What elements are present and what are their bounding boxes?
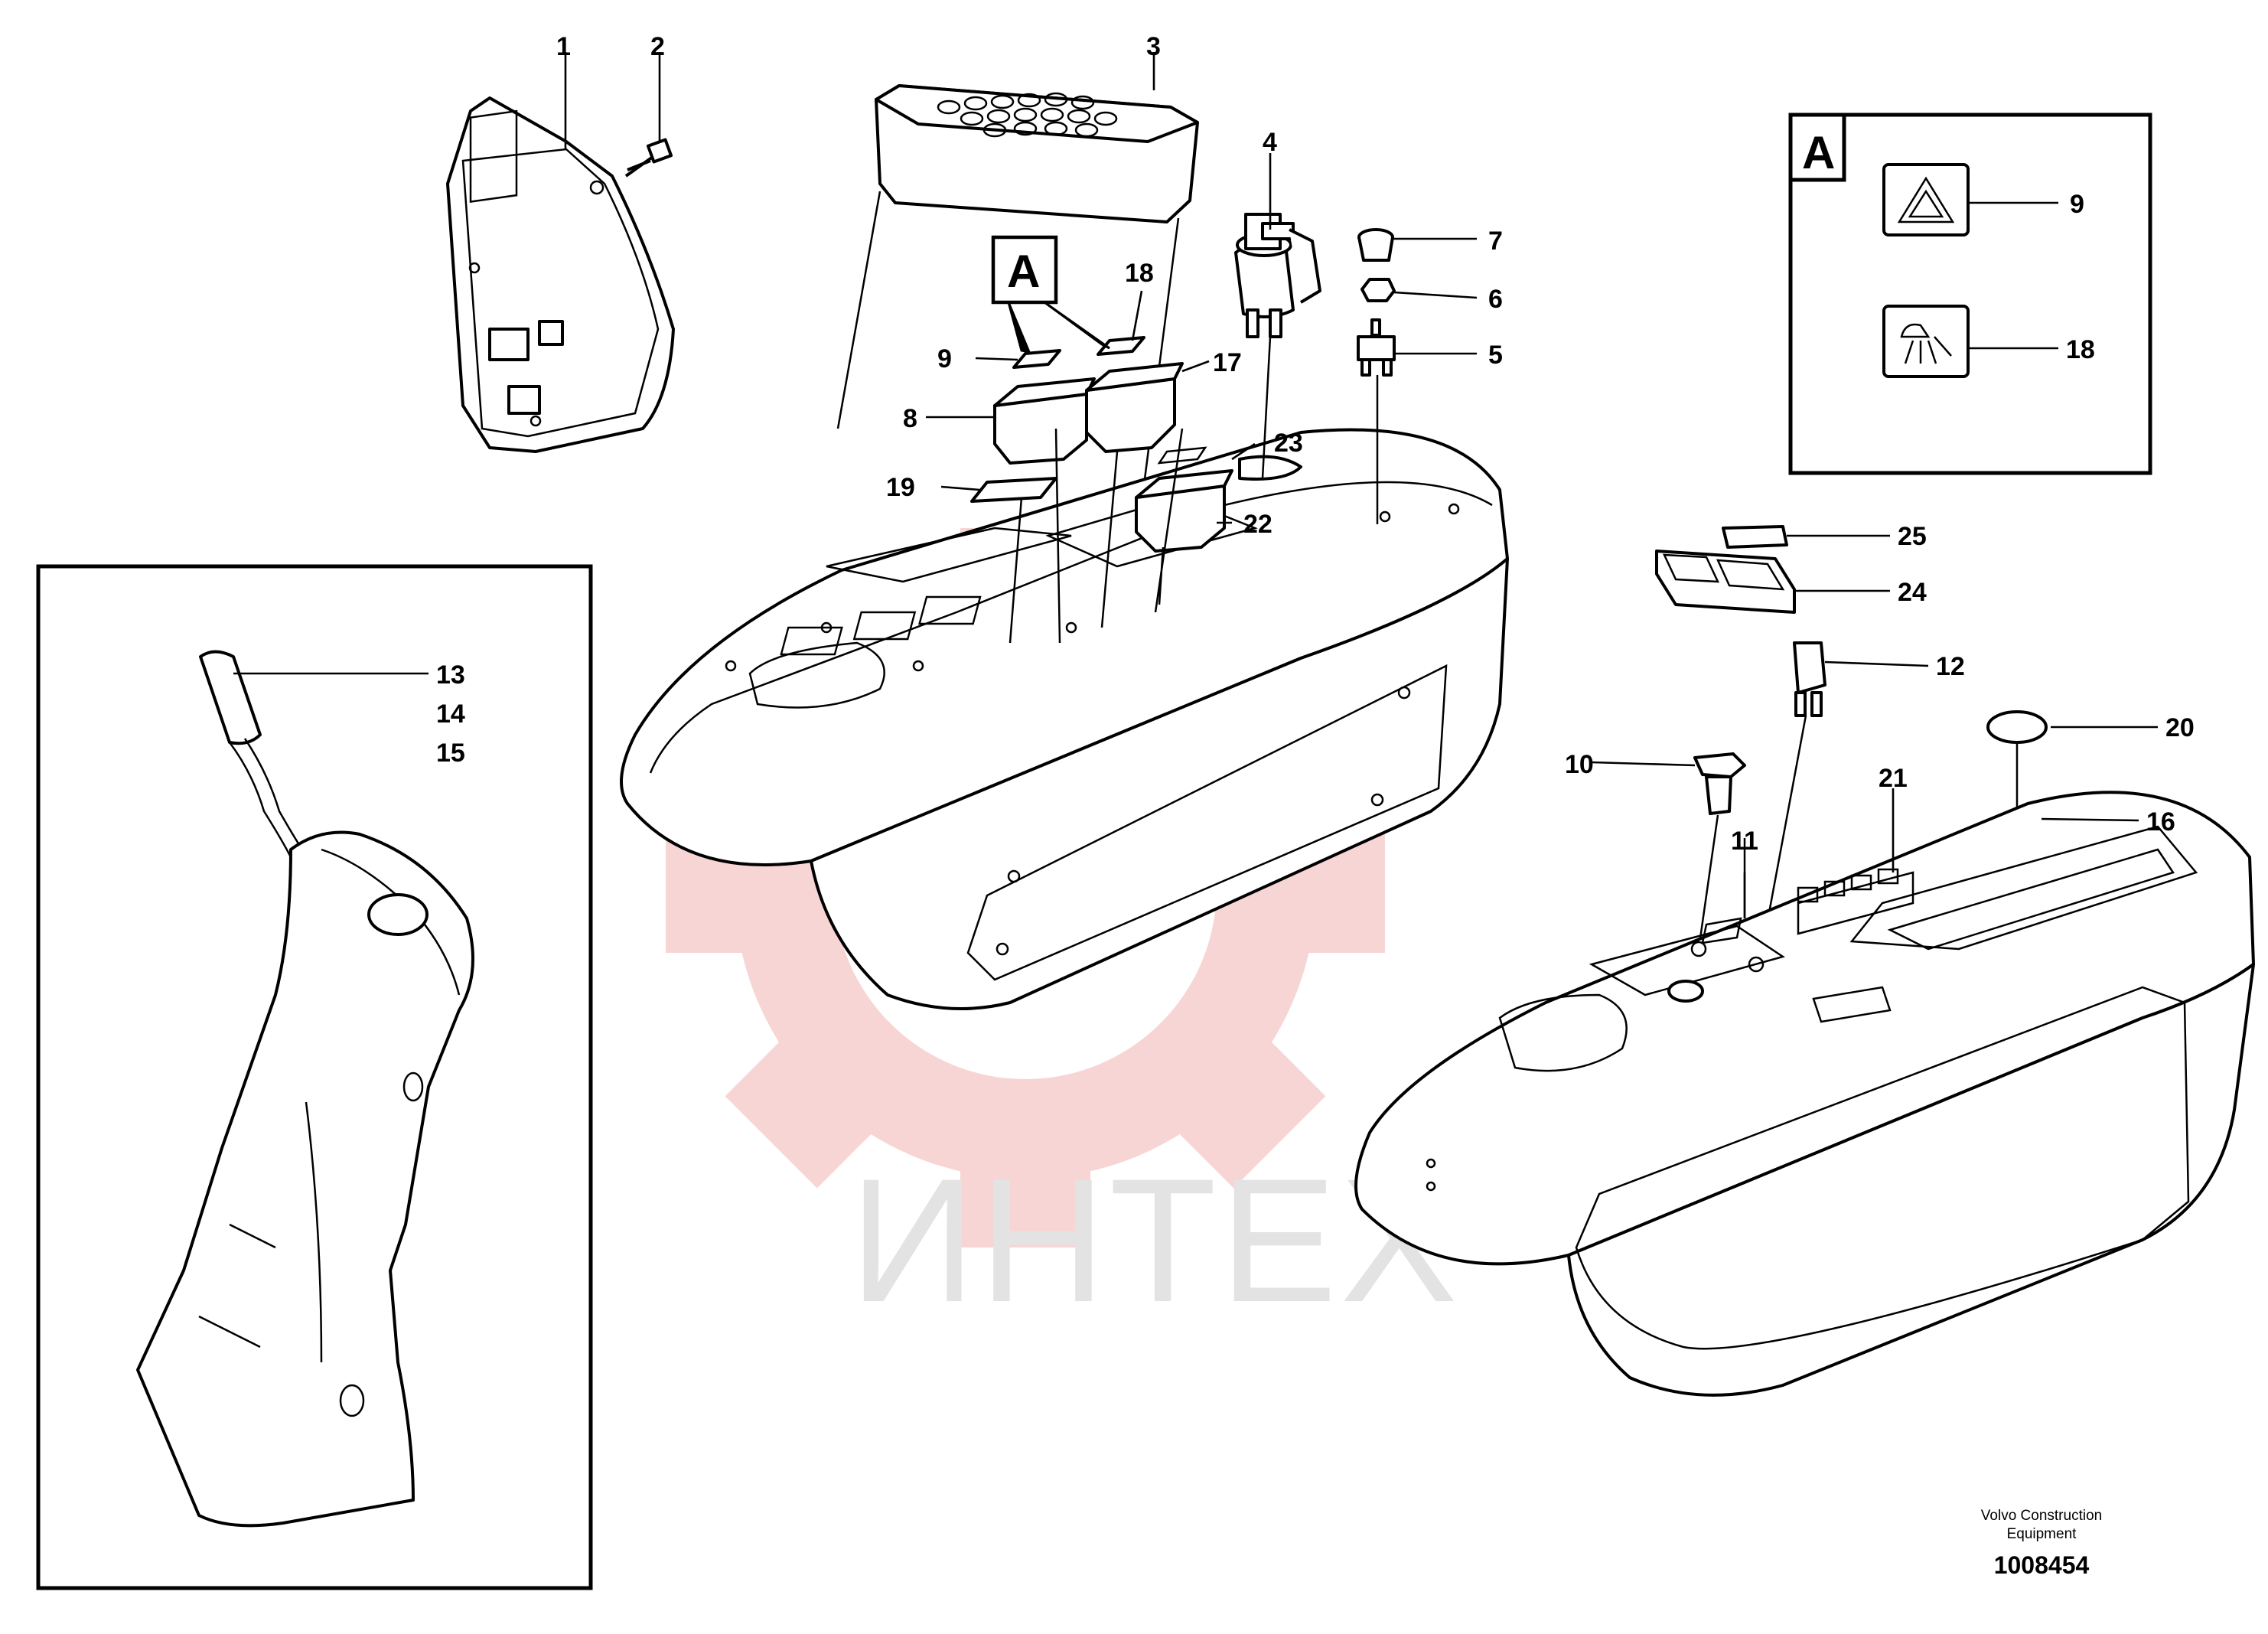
- part-4-ignition-switch: [1234, 213, 1321, 338]
- second-console-lower: [1354, 791, 2255, 1397]
- callout-19: 19: [886, 473, 915, 502]
- detail-a-box: [1788, 113, 2152, 475]
- detail-a-letter-console: A: [1007, 246, 1040, 297]
- part-24-panel: [1655, 550, 1796, 614]
- callout-7: 7: [1488, 227, 1503, 256]
- part-6-nut: [1360, 278, 1396, 302]
- detail-a-pointer: [991, 235, 1110, 354]
- callout-12: 12: [1936, 652, 1965, 681]
- callout-9-console: 9: [937, 344, 952, 373]
- callout-24: 24: [1898, 578, 1927, 607]
- part-23-decal: [1238, 455, 1302, 481]
- callout-16: 16: [2146, 807, 2175, 837]
- callout-9-detail: 9: [2070, 190, 2084, 219]
- part-20-cap: [1986, 710, 2048, 744]
- footer: Volvo Construction Equipment 1008454: [1981, 1508, 2102, 1579]
- part-9-label: [1012, 349, 1061, 369]
- part-10-plug: [1693, 752, 1746, 815]
- callout-4: 4: [1263, 128, 1277, 157]
- leader-lines: [233, 52, 2158, 918]
- lever-inset-box: [36, 564, 593, 1590]
- part-22-rocker-switch: [1135, 469, 1233, 553]
- hazard-warning-icon: [1882, 163, 1970, 236]
- callout-1: 1: [556, 32, 571, 61]
- work-light-icon: [1882, 305, 1970, 378]
- callout-3: 3: [1146, 32, 1161, 61]
- callout-17: 17: [1213, 348, 1242, 377]
- callout-13: 13: [436, 660, 465, 690]
- part-13-lever-grip: [199, 650, 304, 858]
- callout-11: 11: [1731, 827, 1758, 856]
- callout-2: 2: [650, 32, 665, 61]
- company-name-line2: Equipment: [2007, 1526, 2077, 1542]
- detail-a-letter-box: A: [1802, 127, 1835, 178]
- part-19-label: [970, 477, 1057, 503]
- callout-6: 6: [1488, 285, 1503, 314]
- part-2-screw: [624, 138, 673, 178]
- lever-housing: [136, 830, 474, 1528]
- part-3-keypad: [836, 84, 1199, 575]
- callout-8: 8: [903, 404, 917, 433]
- part-1-cover-plate: [446, 96, 675, 453]
- callouts: 1 2 3 4 5 6 7 8 9 9 10 11 12 13 14 15 16…: [436, 32, 2195, 856]
- part-7-knob: [1357, 228, 1394, 262]
- main-console-upper: [620, 428, 1509, 1010]
- callout-22: 22: [1243, 510, 1272, 539]
- callout-10: 10: [1565, 750, 1594, 779]
- part-8-rocker-switch: [993, 377, 1096, 465]
- part-25-label: [1722, 525, 1788, 549]
- callout-21: 21: [1879, 764, 1908, 793]
- callout-14: 14: [436, 700, 465, 729]
- callout-23: 23: [1274, 429, 1303, 458]
- callout-25: 25: [1898, 522, 1927, 551]
- callout-18-detail: 18: [2066, 335, 2095, 364]
- callout-15: 15: [436, 739, 465, 768]
- part-12-socket: [1793, 641, 1826, 717]
- company-name-line1: Volvo Construction: [1981, 1508, 2102, 1524]
- part-17-rocker-switch: [1085, 362, 1184, 453]
- callout-20: 20: [2165, 713, 2195, 742]
- callout-5: 5: [1488, 341, 1503, 370]
- part-5-switch: [1357, 318, 1396, 377]
- callout-18-console: 18: [1125, 259, 1154, 288]
- drawing-number: 1008454: [1994, 1551, 2090, 1579]
